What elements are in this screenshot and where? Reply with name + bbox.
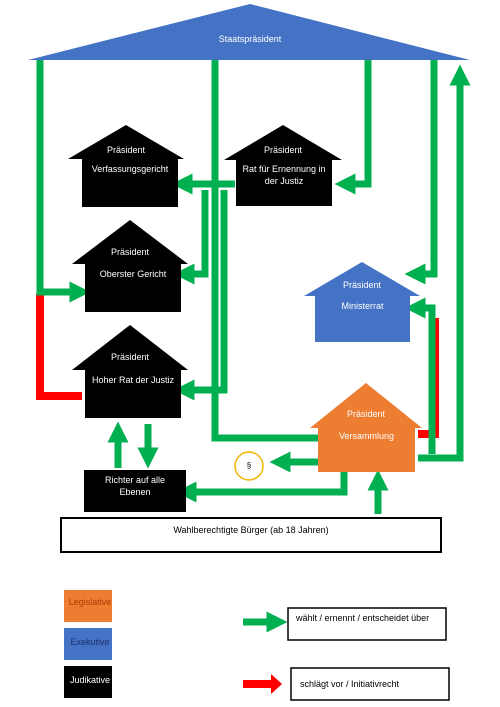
legend-swatch-judicative — [64, 666, 112, 698]
judges-label: Richter auf alle Ebenen — [104, 475, 166, 497]
legend-judicative-label: Judikative — [69, 675, 111, 685]
arrow-assembly-to-president — [418, 64, 471, 462]
head-of-state-label: Staatspräsident — [218, 34, 282, 44]
legend-box-red — [290, 667, 450, 701]
appointment-council-body — [236, 160, 332, 206]
council-of-ministers-label: Ministerrat — [341, 301, 384, 311]
constitutional-court-label: Verfassungsgericht — [91, 164, 169, 174]
arrow-appointment-to-high-council — [173, 190, 228, 401]
appointment-council-roof — [224, 125, 342, 160]
assembly-roof-label: Präsident — [346, 409, 386, 419]
legend-legislative-label: Legislative — [68, 597, 112, 607]
arrow-president-to-ministers — [404, 60, 438, 285]
supreme-court-roof-label: Präsident — [110, 247, 150, 257]
law-symbol-ring — [234, 451, 264, 481]
red-line-supreme-to-council — [36, 294, 82, 400]
arrow-president-to-supreme — [36, 60, 91, 303]
judges-body — [84, 470, 186, 512]
legend-swatch-legislative — [64, 590, 112, 622]
council-of-ministers-roof — [304, 262, 420, 296]
constitutional-court-roof-label: Präsident — [106, 145, 146, 155]
supreme-court-body — [85, 264, 181, 312]
constitutional-court-roof — [68, 125, 184, 159]
law-symbol: § — [246, 461, 252, 470]
legend-green-arrow-label: wählt / ernennt / entscheidet über — [296, 613, 430, 623]
head-of-state-roof — [28, 4, 470, 60]
voters-body — [60, 517, 442, 553]
legend-red-arrow — [243, 674, 282, 694]
arrow-president-to-appointment — [334, 60, 372, 195]
high-judicial-council-label: Hoher Rat der Justiz — [91, 375, 175, 385]
high-judicial-council-body — [85, 370, 181, 418]
arrow-appointment-to-supreme — [173, 190, 209, 285]
legend-swatch-executive — [64, 628, 112, 660]
assembly-body — [318, 428, 415, 472]
arrow-president-to-assembly-line — [211, 60, 318, 442]
constitutional-court-body — [82, 159, 178, 207]
supreme-court-label: Oberster Gericht — [99, 269, 167, 279]
high-judicial-council-roof — [72, 325, 188, 370]
assembly-label: Versammlung — [338, 431, 395, 441]
assembly-roof — [310, 383, 422, 428]
legend-red-arrow-label: schlägt vor / Initiativrecht — [300, 679, 400, 689]
appointment-council-label: Rat für Ernennung in der Justiz — [242, 164, 326, 186]
council-of-ministers-roof-label: Präsident — [342, 280, 382, 290]
council-of-ministers-body — [315, 296, 410, 342]
arrow-assembly-to-judges — [175, 470, 348, 503]
legend-executive-label: Exekutive — [70, 637, 110, 647]
arrow-assembly-to-ministers — [404, 297, 436, 454]
supreme-court-roof — [72, 220, 188, 264]
appointment-council-roof-label: Präsident — [263, 145, 303, 155]
voters-label: Wahlberechtigte Bürger (ab 18 Jahren) — [173, 525, 329, 535]
high-judicial-council-roof-label: Präsident — [110, 352, 150, 362]
legend-box-green — [287, 607, 447, 641]
